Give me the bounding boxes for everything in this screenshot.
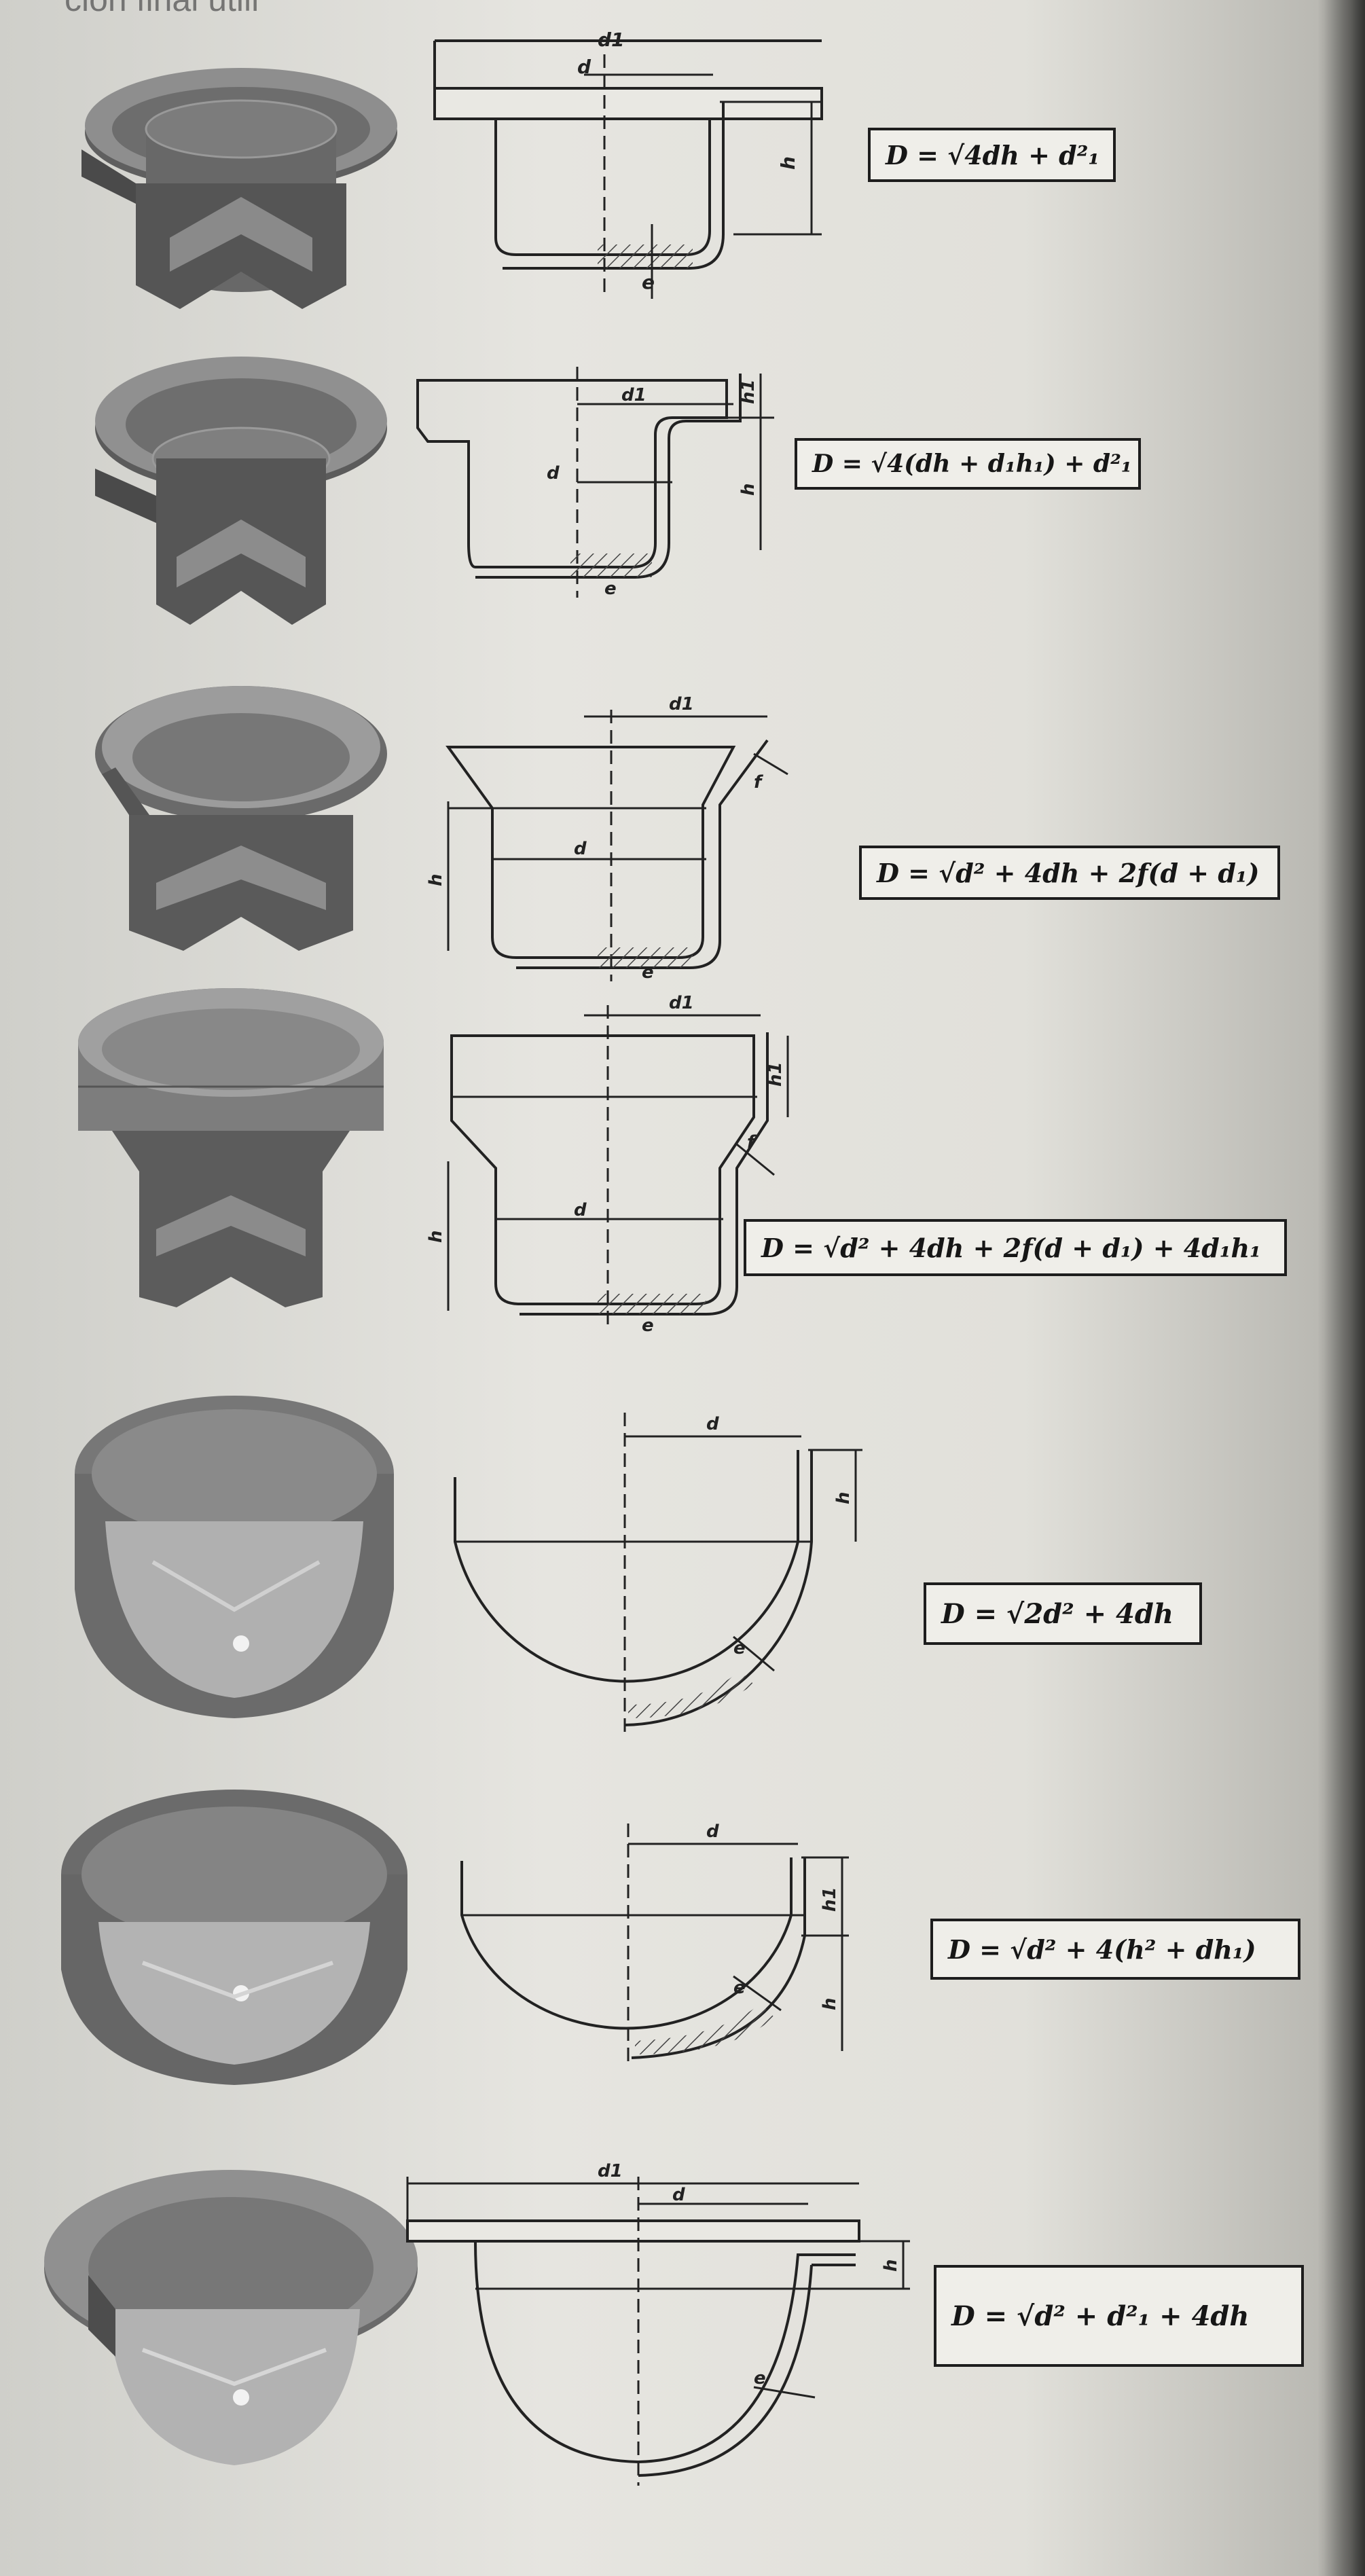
row-3-3d-render — [95, 686, 387, 951]
row-2-3d-render — [95, 357, 387, 625]
row-7-3d-render — [44, 2170, 418, 2465]
row-4-technical-drawing — [447, 1005, 789, 1324]
row-4-label-f: f — [747, 1132, 757, 1153]
row-1-figure: d1 d h e — [81, 29, 823, 309]
row-7-label-d1: d1 — [598, 2161, 623, 2181]
row-5-figure: d h e — [75, 1396, 862, 1732]
row-6-figure: d h1 h e — [61, 1790, 849, 2085]
row-6-technical-drawing — [460, 1824, 849, 2065]
row-5-3d-render — [75, 1396, 394, 1718]
row-3-label-h: h — [426, 873, 446, 886]
row-5-technical-drawing — [454, 1413, 862, 1732]
row-2-formula: D = √4(dh + d₁h₁) + d²₁ — [812, 450, 1132, 478]
row-1-label-h: h — [777, 156, 799, 170]
header-fragment-text: ción final utili — [65, 0, 259, 19]
row-5-formula: D = √2d² + 4dh — [941, 1597, 1173, 1630]
row-4-label-d1: d1 — [669, 993, 694, 1013]
row-1-label-d: d — [577, 56, 592, 78]
row-4-label-h1: h1 — [765, 1062, 786, 1087]
row-3-technical-drawing — [445, 710, 788, 981]
row-2-label-e: e — [604, 579, 617, 599]
row-4-label-e: e — [642, 1316, 654, 1336]
row-6-formula-box: D = √d² + 4(h² + dh₁) — [930, 1919, 1300, 1980]
row-5-label-h: h — [833, 1491, 854, 1504]
row-1-label-e: e — [642, 271, 655, 293]
row-2-label-d: d — [547, 463, 560, 484]
row-7-formula-box: D = √d² + d²₁ + 4dh — [934, 2265, 1304, 2367]
row-4-formula-box: D = √d² + 4dh + 2f(d + d₁) + 4d₁h₁ — [744, 1219, 1287, 1276]
row-7-figure: d1 d h e — [44, 2161, 910, 2486]
row-3-label-d1: d1 — [669, 694, 694, 714]
row-6-label-h1: h1 — [820, 1887, 840, 1912]
row-5-formula-box: D = √2d² + 4dh — [924, 1582, 1202, 1645]
row-3-label-d: d — [574, 839, 587, 859]
row-2-label-d1: d1 — [621, 385, 647, 405]
row-3-figure: d1 d h f e — [95, 686, 788, 983]
row-6-label-h: h — [820, 1997, 840, 2010]
row-2-label-h: h — [738, 483, 759, 496]
row-2-figure: d1 d h1 h e — [95, 357, 774, 625]
row-3-formula-box: D = √d² + 4dh + 2f(d + d₁) — [859, 846, 1280, 900]
row-5-label-e: e — [733, 1638, 746, 1658]
row-1-technical-drawing — [433, 39, 823, 299]
row-7-label-e: e — [754, 2368, 766, 2389]
row-2-label-h1: h1 — [738, 379, 759, 404]
row-6-label-d: d — [706, 1821, 719, 1842]
page-curl-shadow — [1317, 0, 1365, 2576]
row-7-label-h: h — [881, 2259, 901, 2272]
row-2-formula-box: D = √4(dh + d₁h₁) + d²₁ — [795, 438, 1141, 490]
row-4-figure: d1 d h h1 f e — [78, 988, 789, 1336]
row-1-formula-box: D = √4dh + d²₁ — [868, 128, 1116, 182]
row-3-label-f: f — [754, 772, 764, 793]
row-7-label-d: d — [672, 2185, 685, 2205]
row-1-label-d1: d1 — [598, 29, 625, 51]
row-3-formula: D = √d² + 4dh + 2f(d + d₁) — [877, 857, 1260, 888]
row-4-label-d: d — [574, 1200, 587, 1220]
row-4-3d-render — [78, 988, 384, 1307]
row-1-formula: D = √4dh + d²₁ — [886, 139, 1100, 170]
row-4-label-h: h — [426, 1230, 446, 1243]
row-6-label-e: e — [733, 1978, 746, 1998]
row-7-technical-drawing — [406, 2177, 910, 2486]
row-4-formula: D = √d² + 4dh + 2f(d + d₁) + 4d₁h₁ — [761, 1232, 1261, 1263]
row-7-formula: D = √d² + d²₁ + 4dh — [951, 2300, 1250, 2332]
row-3-label-e: e — [642, 962, 654, 983]
row-1-3d-render — [81, 68, 397, 309]
row-2-technical-drawing — [416, 367, 774, 598]
row-6-3d-render — [61, 1790, 407, 2085]
row-6-formula: D = √d² + 4(h² + dh₁) — [948, 1934, 1256, 1965]
row-5-label-d: d — [706, 1414, 719, 1434]
